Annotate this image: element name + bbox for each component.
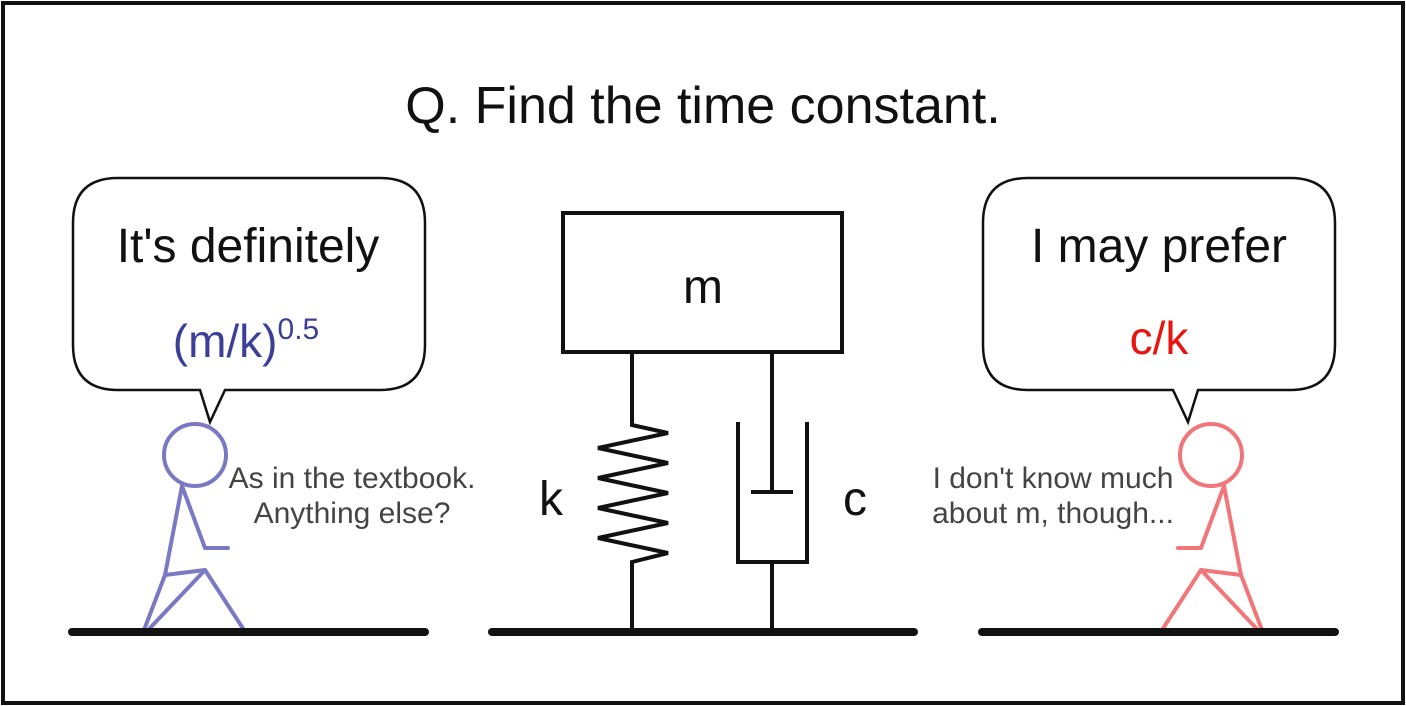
damper-label: c <box>843 473 867 526</box>
right-remark-line1: I don't know much <box>933 462 1174 495</box>
left-figure-head <box>162 422 228 488</box>
right-stick-figure <box>1160 422 1264 632</box>
left-remark-line1: As in the textbook. <box>229 462 476 495</box>
left-figure-front-leg <box>148 568 207 630</box>
mass-block <box>561 211 844 354</box>
left-stick-figure <box>142 422 246 632</box>
left-formula-base: (m/k) <box>173 315 278 367</box>
left-figure-arm <box>180 484 230 550</box>
left-formula-exponent: 0.5 <box>278 313 320 346</box>
question-title: Q. Find the time constant. <box>405 77 1000 135</box>
left-remark-line2: Anything else? <box>254 497 451 530</box>
mass-spring-damper <box>561 211 844 632</box>
right-figure-head <box>1178 422 1244 488</box>
left-bubble-line1: It's definitely <box>117 220 380 273</box>
right-bubble-formula: c/k <box>1130 312 1190 364</box>
spring-label: k <box>539 473 564 526</box>
right-speech-bubble <box>981 176 1337 426</box>
right-bubble-line1: I may prefer <box>1031 220 1287 273</box>
left-speech-bubble <box>71 176 427 426</box>
right-figure-arm <box>1176 484 1226 550</box>
spring <box>597 352 669 632</box>
right-figure-front-leg <box>1199 568 1258 630</box>
left-bubble-formula: (m/k)0.5 <box>173 313 319 367</box>
mass-label: m <box>683 261 723 314</box>
right-remark-line2: about m, though... <box>932 497 1174 530</box>
